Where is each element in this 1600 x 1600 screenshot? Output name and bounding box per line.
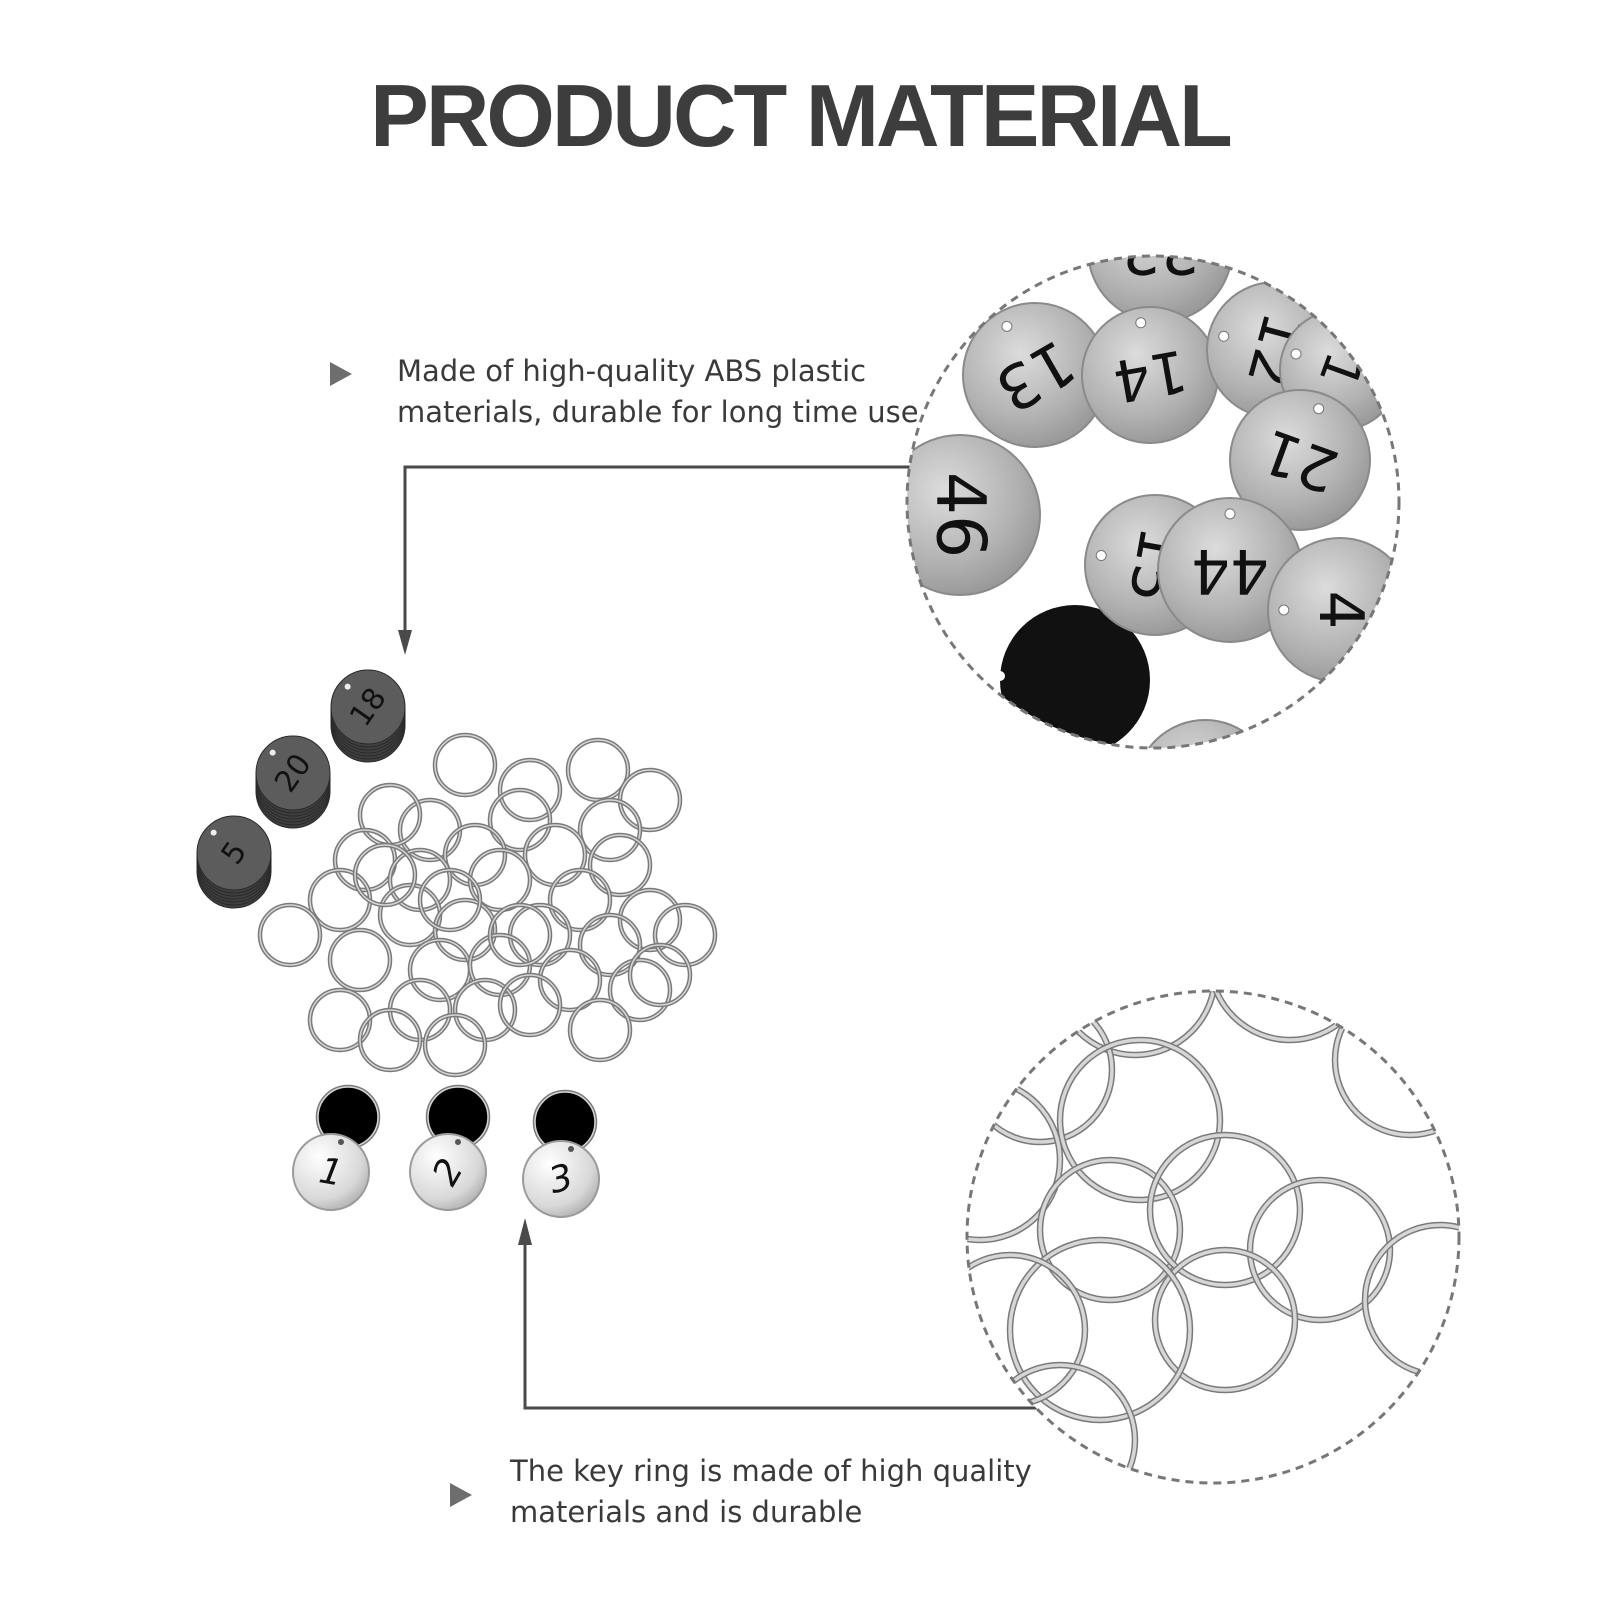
- tag-stack: 5: [196, 815, 272, 909]
- triangle-bullet-icon: [450, 1483, 472, 1507]
- feature-key-ring: The key ring is made of high quality mat…: [510, 1451, 1032, 1533]
- rings-closeup-circle: [967, 991, 1459, 1483]
- closeup-tag: 13: [962, 302, 1108, 448]
- split-ring: [352, 842, 418, 908]
- arrow-down-icon: [398, 630, 412, 655]
- split-ring: [617, 767, 683, 833]
- closeup-tag-number: 46: [921, 472, 1000, 559]
- arrow-up-icon: [518, 1218, 532, 1245]
- split-ring: [577, 912, 643, 978]
- split-ring: [537, 947, 603, 1013]
- rings-closeup-border: [965, 989, 1461, 1485]
- page-title: PRODUCT MATERIAL: [370, 66, 1233, 165]
- split-ring: [357, 1007, 423, 1073]
- feature-abs-plastic-line2: materials, durable for long time use: [397, 395, 919, 429]
- split-ring: [417, 867, 483, 933]
- feature-abs-plastic: Made of high-quality ABS plastic materia…: [397, 351, 919, 433]
- closeup-split-ring: [1006, 1236, 1194, 1424]
- split-ring: [522, 822, 588, 888]
- split-ring: [432, 897, 498, 963]
- split-ring: [607, 957, 673, 1023]
- closeup-tag-number: 44: [1191, 535, 1269, 606]
- closeup-tag-number: 4: [1305, 591, 1376, 630]
- split-ring: [627, 942, 693, 1008]
- closeup-split-ring: [1206, 991, 1374, 1044]
- closeup-tag: 14: [1081, 306, 1219, 444]
- split-ring: [652, 902, 718, 968]
- closeup-split-ring: [1246, 1176, 1394, 1324]
- closeup-tag: 46: [907, 434, 1041, 596]
- split-ring: [567, 997, 633, 1063]
- split-rings-pile: [257, 732, 718, 1078]
- closeup-split-ring: [1151, 1246, 1299, 1394]
- split-ring: [422, 1012, 488, 1078]
- split-ring: [577, 797, 643, 863]
- closeup-rings: [967, 991, 1459, 1483]
- triangle-bullet-icon: [330, 362, 352, 386]
- closeup-tag: 22: [1087, 215, 1233, 323]
- feature-key-ring-line1: The key ring is made of high quality: [510, 1454, 1032, 1488]
- tag-stack: 18: [330, 669, 406, 763]
- closeup-tag: 21: [1229, 389, 1371, 531]
- split-ring: [257, 902, 323, 968]
- split-ring: [547, 867, 613, 933]
- split-ring: [487, 787, 553, 853]
- hanging-tag: 1: [292, 1084, 381, 1211]
- split-ring: [497, 972, 563, 1038]
- connector-line-top: [403, 465, 920, 635]
- split-ring: [497, 757, 563, 823]
- split-ring: [357, 782, 423, 848]
- closeup-split-ring: [1331, 991, 1459, 1139]
- closeup-split-ring: [1051, 991, 1219, 1059]
- split-ring: [432, 732, 498, 798]
- closeup-split-ring: [1146, 1131, 1304, 1289]
- tag-stack: 20: [255, 735, 331, 829]
- connector-line-bottom: [523, 1245, 1040, 1410]
- split-ring: [587, 832, 653, 898]
- closeup-split-ring: [1056, 1036, 1224, 1204]
- split-ring: [565, 737, 631, 803]
- split-ring: [487, 902, 553, 968]
- feature-key-ring-line2: materials and is durable: [510, 1495, 863, 1529]
- tags-closeup-border: [905, 254, 1401, 750]
- closeup-split-ring: [1036, 1156, 1184, 1304]
- closeup-tag-number: 22: [1121, 215, 1199, 286]
- feature-abs-plastic-line1: Made of high-quality ABS plastic: [397, 354, 867, 388]
- split-ring: [327, 927, 393, 993]
- split-ring: [442, 822, 508, 888]
- connector-lines: [403, 465, 1040, 1410]
- hanging-tag: 2: [409, 1084, 491, 1211]
- split-ring: [617, 887, 683, 953]
- closeup-tag-number: 14: [1108, 336, 1192, 416]
- hanging-tag: 3: [522, 1089, 600, 1218]
- closeup-tag: 44: [1157, 497, 1303, 643]
- partial-tag: [1134, 719, 1276, 748]
